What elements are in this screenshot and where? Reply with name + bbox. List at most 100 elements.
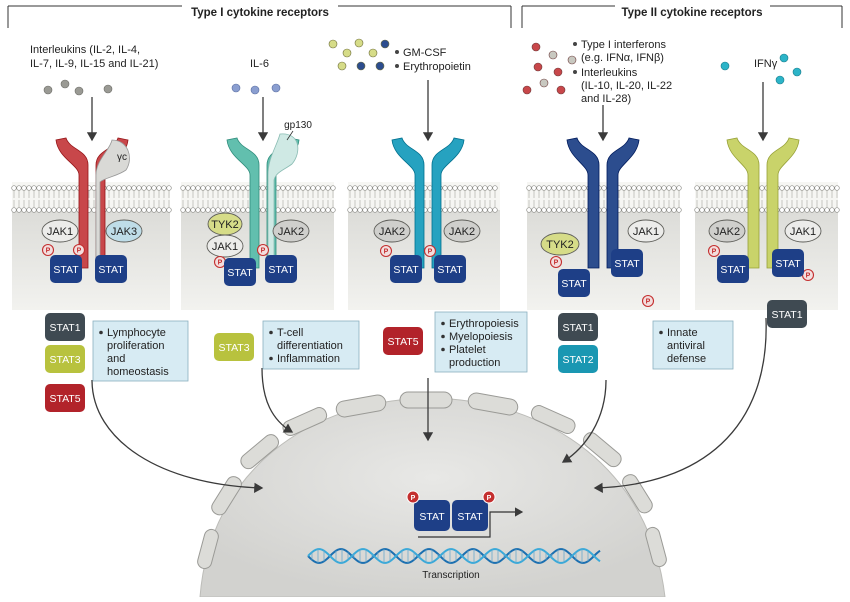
receptor-ifn-gamma: [726, 137, 800, 269]
ligand-panel1: Interleukins (IL-2, IL-4, IL-7, IL-9, IL…: [30, 44, 158, 96]
nuclear-stat-right-label: STAT: [457, 511, 483, 523]
function-box-p3-line: Myelopoiesis: [449, 331, 513, 343]
stat3-chip-p1-label: STAT3: [49, 354, 80, 366]
jak2-p3-right: JAK2: [443, 219, 481, 243]
tyk2-p2-label: TYK2: [211, 219, 239, 231]
jak1-p5-label: JAK1: [790, 226, 816, 238]
phospho-label: P: [554, 260, 559, 267]
membrane-segment: [694, 182, 840, 310]
type2-header: Type II cytokine receptors: [521, 5, 843, 28]
phospho-label: P: [806, 273, 811, 280]
nuclear-stat-dimer: STAT STAT P P: [406, 490, 524, 538]
pathway-arrows: [91, 317, 767, 493]
function-box-p4-line: Innate: [667, 327, 698, 339]
jak2-p2-label: JAK2: [278, 226, 304, 238]
tyk2-p4-label: TYK2: [546, 239, 574, 251]
ligand-p3-line2: Erythropoietin: [403, 61, 471, 73]
stat-p5-right: STAT: [772, 249, 804, 277]
stat3-chip-p1: STAT3: [45, 345, 85, 373]
phospho-marker: [482, 490, 496, 504]
ligand-p3-dots: [328, 38, 390, 71]
jak2-p2: JAK2: [272, 219, 310, 243]
stat-p1-left-label: STAT: [53, 264, 79, 276]
jak2-p3-right-label: JAK2: [449, 226, 475, 238]
type2-header-text: Type II cytokine receptors: [621, 7, 762, 19]
stat1-chip-p5-label: STAT1: [771, 309, 802, 321]
jak1-p4: JAK1: [627, 219, 665, 243]
stat-p2-left: STAT: [224, 258, 256, 286]
stat-p4-right-label: STAT: [614, 258, 640, 270]
ligand-p4-line3: Interleukins: [581, 67, 638, 79]
stat-p2-right: STAT: [265, 255, 297, 283]
type1-header: Type I cytokine receptors: [7, 5, 512, 28]
stat-p4-right: STAT: [611, 249, 643, 277]
stat-p3-right-label: STAT: [437, 264, 463, 276]
stat5-chip-p3: STAT5: [383, 327, 423, 355]
phospho-marker: P: [801, 268, 815, 282]
ligand-p2-text: IL-6: [250, 58, 269, 70]
phospho-label: P: [646, 299, 651, 306]
function-box-p4-line: antiviral: [667, 340, 705, 352]
nuclear-stat-right: [452, 500, 488, 531]
function-box-p2-line: differentiation: [277, 340, 343, 352]
stat-p3-left: STAT: [390, 255, 422, 283]
function-box-p3-line: production: [449, 357, 500, 369]
membrane-segment: [11, 182, 172, 310]
gamma-c-label: γc: [117, 152, 127, 163]
stat3-chip-p2-label: STAT3: [218, 342, 249, 354]
jak2-p5-label: JAK2: [714, 226, 740, 238]
phospho-marker: P: [707, 244, 721, 258]
phospho-label: P: [428, 249, 433, 256]
function-box-p2-line: Inflammation: [277, 353, 340, 365]
phospho-marker: [406, 490, 420, 504]
ligand-p4-line4: (IL-10, IL-20, IL-22: [581, 80, 672, 92]
stat1-chip-p4: STAT1: [558, 313, 598, 341]
function-box-p2-line: T-cell: [277, 327, 303, 339]
ligand-p4-line2: (e.g. IFNα, IFNβ): [581, 52, 664, 64]
function-box-p3: ErythropoiesisMyelopoiesisPlateletproduc…: [434, 311, 528, 373]
jak1-p1-label: JAK1: [47, 226, 73, 238]
phospho-marker: P: [423, 244, 437, 258]
jak1-p1: JAK1: [41, 219, 79, 243]
jak2-p3-left: JAK2: [373, 219, 411, 243]
phospho-label: P: [261, 248, 266, 255]
nuclear-stat-left-label: STAT: [419, 511, 445, 523]
ligand-panel2: IL-6: [231, 58, 281, 95]
phospho-marker: P: [72, 243, 86, 257]
jak1-p2-label: JAK1: [212, 241, 238, 253]
phospho-marker: P: [641, 294, 655, 308]
stat5-chip-p3-label: STAT5: [387, 336, 418, 348]
ligand-p4-line1: Type I interferons: [581, 39, 666, 51]
jak1-p5: JAK1: [784, 219, 822, 243]
receptor-il2-family: γc: [55, 137, 130, 269]
tyk2-p4: TYK2: [540, 232, 580, 256]
stat-p1-right: STAT: [95, 255, 127, 283]
stat5-chip-p1: STAT5: [45, 384, 85, 412]
stat5-chip-p1-label: STAT5: [49, 393, 80, 405]
ligand-panel4: Type I interferons (e.g. IFNα, IFNβ) Int…: [522, 39, 672, 105]
stat-p5-left-label: STAT: [720, 264, 746, 276]
jak2-p3-left-label: JAK2: [379, 226, 405, 238]
stat-p4-left: STAT: [558, 269, 590, 297]
phospho-label: P: [411, 495, 416, 502]
nucleus: [197, 391, 667, 598]
phospho-marker: P: [213, 255, 227, 269]
function-box-p1-line: proliferation: [107, 340, 164, 352]
ligand-p1-line2: IL-7, IL-9, IL-15 and IL-21): [30, 58, 158, 70]
ligand-panel3: GM-CSF Erythropoietin: [328, 38, 471, 73]
stat2-chip-p4: STAT2: [558, 345, 598, 373]
jak1-p2: JAK1: [206, 234, 244, 258]
stat-p3-right: STAT: [434, 255, 466, 283]
phospho-label: P: [712, 249, 717, 256]
tyk2-p2: TYK2: [207, 212, 243, 236]
ligand-p2-dots: [231, 83, 281, 95]
function-box-p4-line: defense: [667, 353, 706, 365]
function-box-p1-line: Lymphocyte: [107, 327, 166, 339]
function-box-p3-line: Platelet: [449, 344, 486, 356]
receptor-gmcsf-epo: [391, 137, 465, 269]
stat1-chip-p4-label: STAT1: [562, 322, 593, 334]
ligand-p3-line1: GM-CSF: [403, 47, 447, 59]
stat-p5-left: STAT: [717, 255, 749, 283]
